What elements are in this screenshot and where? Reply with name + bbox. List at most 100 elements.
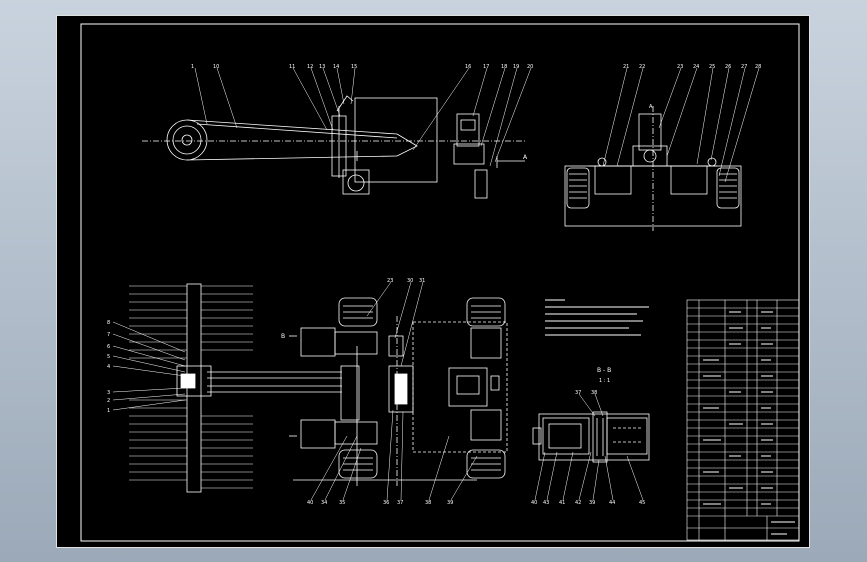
callout-45: 45 [639, 500, 645, 506]
section-gear [606, 417, 648, 455]
bearing-housing [456, 113, 480, 147]
drive-pulley-hub [181, 134, 193, 146]
inner-frame [80, 23, 800, 542]
belt-tensioner [396, 133, 418, 157]
hub-insert [180, 373, 196, 389]
callout-10: 10 [213, 64, 219, 70]
callout-40: 40 [307, 500, 313, 506]
callout-5: 5 [107, 354, 110, 360]
hub-block [176, 365, 212, 397]
callout-18: 18 [501, 64, 507, 70]
upper-motor [300, 327, 336, 357]
callout-19: 19 [513, 64, 519, 70]
callout-43: 43 [543, 500, 549, 506]
center-bearing [638, 113, 662, 151]
lever-arm [336, 95, 354, 112]
switch [490, 375, 500, 391]
rear-right-wheel [466, 449, 506, 479]
callout-44: 44 [609, 500, 615, 506]
callout-12: 12 [307, 64, 313, 70]
parts-list-text [703, 311, 795, 535]
top-view [142, 95, 527, 199]
left-wheel [566, 167, 590, 209]
callout-1: 1 [191, 64, 194, 70]
callout-22: 22 [639, 64, 645, 70]
upper-bracket [388, 335, 404, 357]
side-view-label-a: A [649, 104, 653, 110]
controller-inner [456, 375, 480, 395]
callout-6: 6 [107, 344, 110, 350]
callout-31: 31 [419, 278, 425, 284]
callout-23: 23 [677, 64, 683, 70]
callout-25: 25 [709, 64, 715, 70]
callout-15: 15 [351, 64, 357, 70]
plan-view [289, 297, 508, 486]
section-label-b-left: B [281, 333, 285, 340]
section-bb [532, 411, 650, 463]
callout-28: 28 [755, 64, 761, 70]
side-view [564, 106, 742, 231]
brush-shaft [176, 283, 342, 493]
callout-27: 27 [741, 64, 747, 70]
top-view-leaders [194, 67, 532, 167]
technical-notes [545, 299, 649, 336]
chassis-frame [412, 321, 508, 453]
belt-bottom [186, 155, 398, 161]
callout-2: 2 [107, 398, 110, 404]
callout-41: 41 [559, 500, 565, 506]
callout-34: 34 [321, 500, 327, 506]
section-coupling [592, 411, 608, 463]
callout-16: 16 [465, 64, 471, 70]
lower-gearbox [334, 421, 378, 445]
drive-coupling [394, 373, 408, 405]
belt-top [186, 119, 398, 135]
right-motor [670, 165, 708, 195]
callout-3: 3 [107, 390, 110, 396]
battery-bottom [470, 409, 502, 441]
section-body [538, 413, 650, 461]
parts-list [686, 299, 800, 541]
callout-11: 11 [289, 64, 295, 70]
callout-14: 14 [333, 64, 339, 70]
belt-top-inner [196, 123, 398, 139]
callout-39b: 39 [589, 500, 595, 506]
section-callouts: 37 38 40 43 41 42 39 44 45 [531, 390, 645, 506]
callout-38b: 38 [591, 390, 597, 396]
callout-40b: 40 [531, 500, 537, 506]
section-shaft-end [532, 427, 542, 445]
callout-26: 26 [725, 64, 731, 70]
callout-21: 21 [623, 64, 629, 70]
callout-24: 24 [693, 64, 699, 70]
center-shaft [643, 149, 657, 163]
left-motor [594, 165, 632, 195]
bolt-post [474, 169, 488, 199]
drive-pulley-inner [172, 125, 202, 155]
callout-8: 8 [107, 320, 110, 326]
section-bb-title: B - B [597, 367, 611, 374]
callout-13: 13 [319, 64, 325, 70]
front-right-wheel [466, 297, 506, 327]
left-callouts: 8 7 6 5 4 3 2 1 [107, 320, 110, 414]
bearing-cap [460, 119, 476, 131]
section-leaders [534, 393, 644, 501]
bearing-base [453, 143, 485, 165]
front-left-wheel [338, 297, 378, 327]
drawing-canvas: A 1 10 11 12 13 14 15 16 17 18 19 20 [80, 23, 800, 542]
callout-20: 20 [527, 64, 533, 70]
plan-callouts: 23 30 31 40 34 35 36 37 38 39 [307, 278, 453, 506]
side-view-callouts: 21 22 23 24 25 26 27 28 [623, 64, 761, 70]
top-view-callouts: 1 10 11 12 13 14 15 16 17 18 19 20 [191, 64, 533, 70]
callout-36: 36 [383, 500, 389, 506]
left-leaders [112, 321, 186, 411]
callout-4: 4 [107, 364, 110, 370]
controller-box [448, 367, 488, 407]
callout-23b: 23 [387, 278, 393, 284]
callout-37: 37 [397, 500, 403, 506]
rear-left-wheel [338, 449, 378, 479]
callout-1b: 1 [107, 408, 110, 414]
callout-39: 39 [447, 500, 453, 506]
right-wheel [716, 167, 740, 209]
motor-shaft [347, 174, 365, 192]
callout-30: 30 [407, 278, 413, 284]
callout-38: 38 [425, 500, 431, 506]
